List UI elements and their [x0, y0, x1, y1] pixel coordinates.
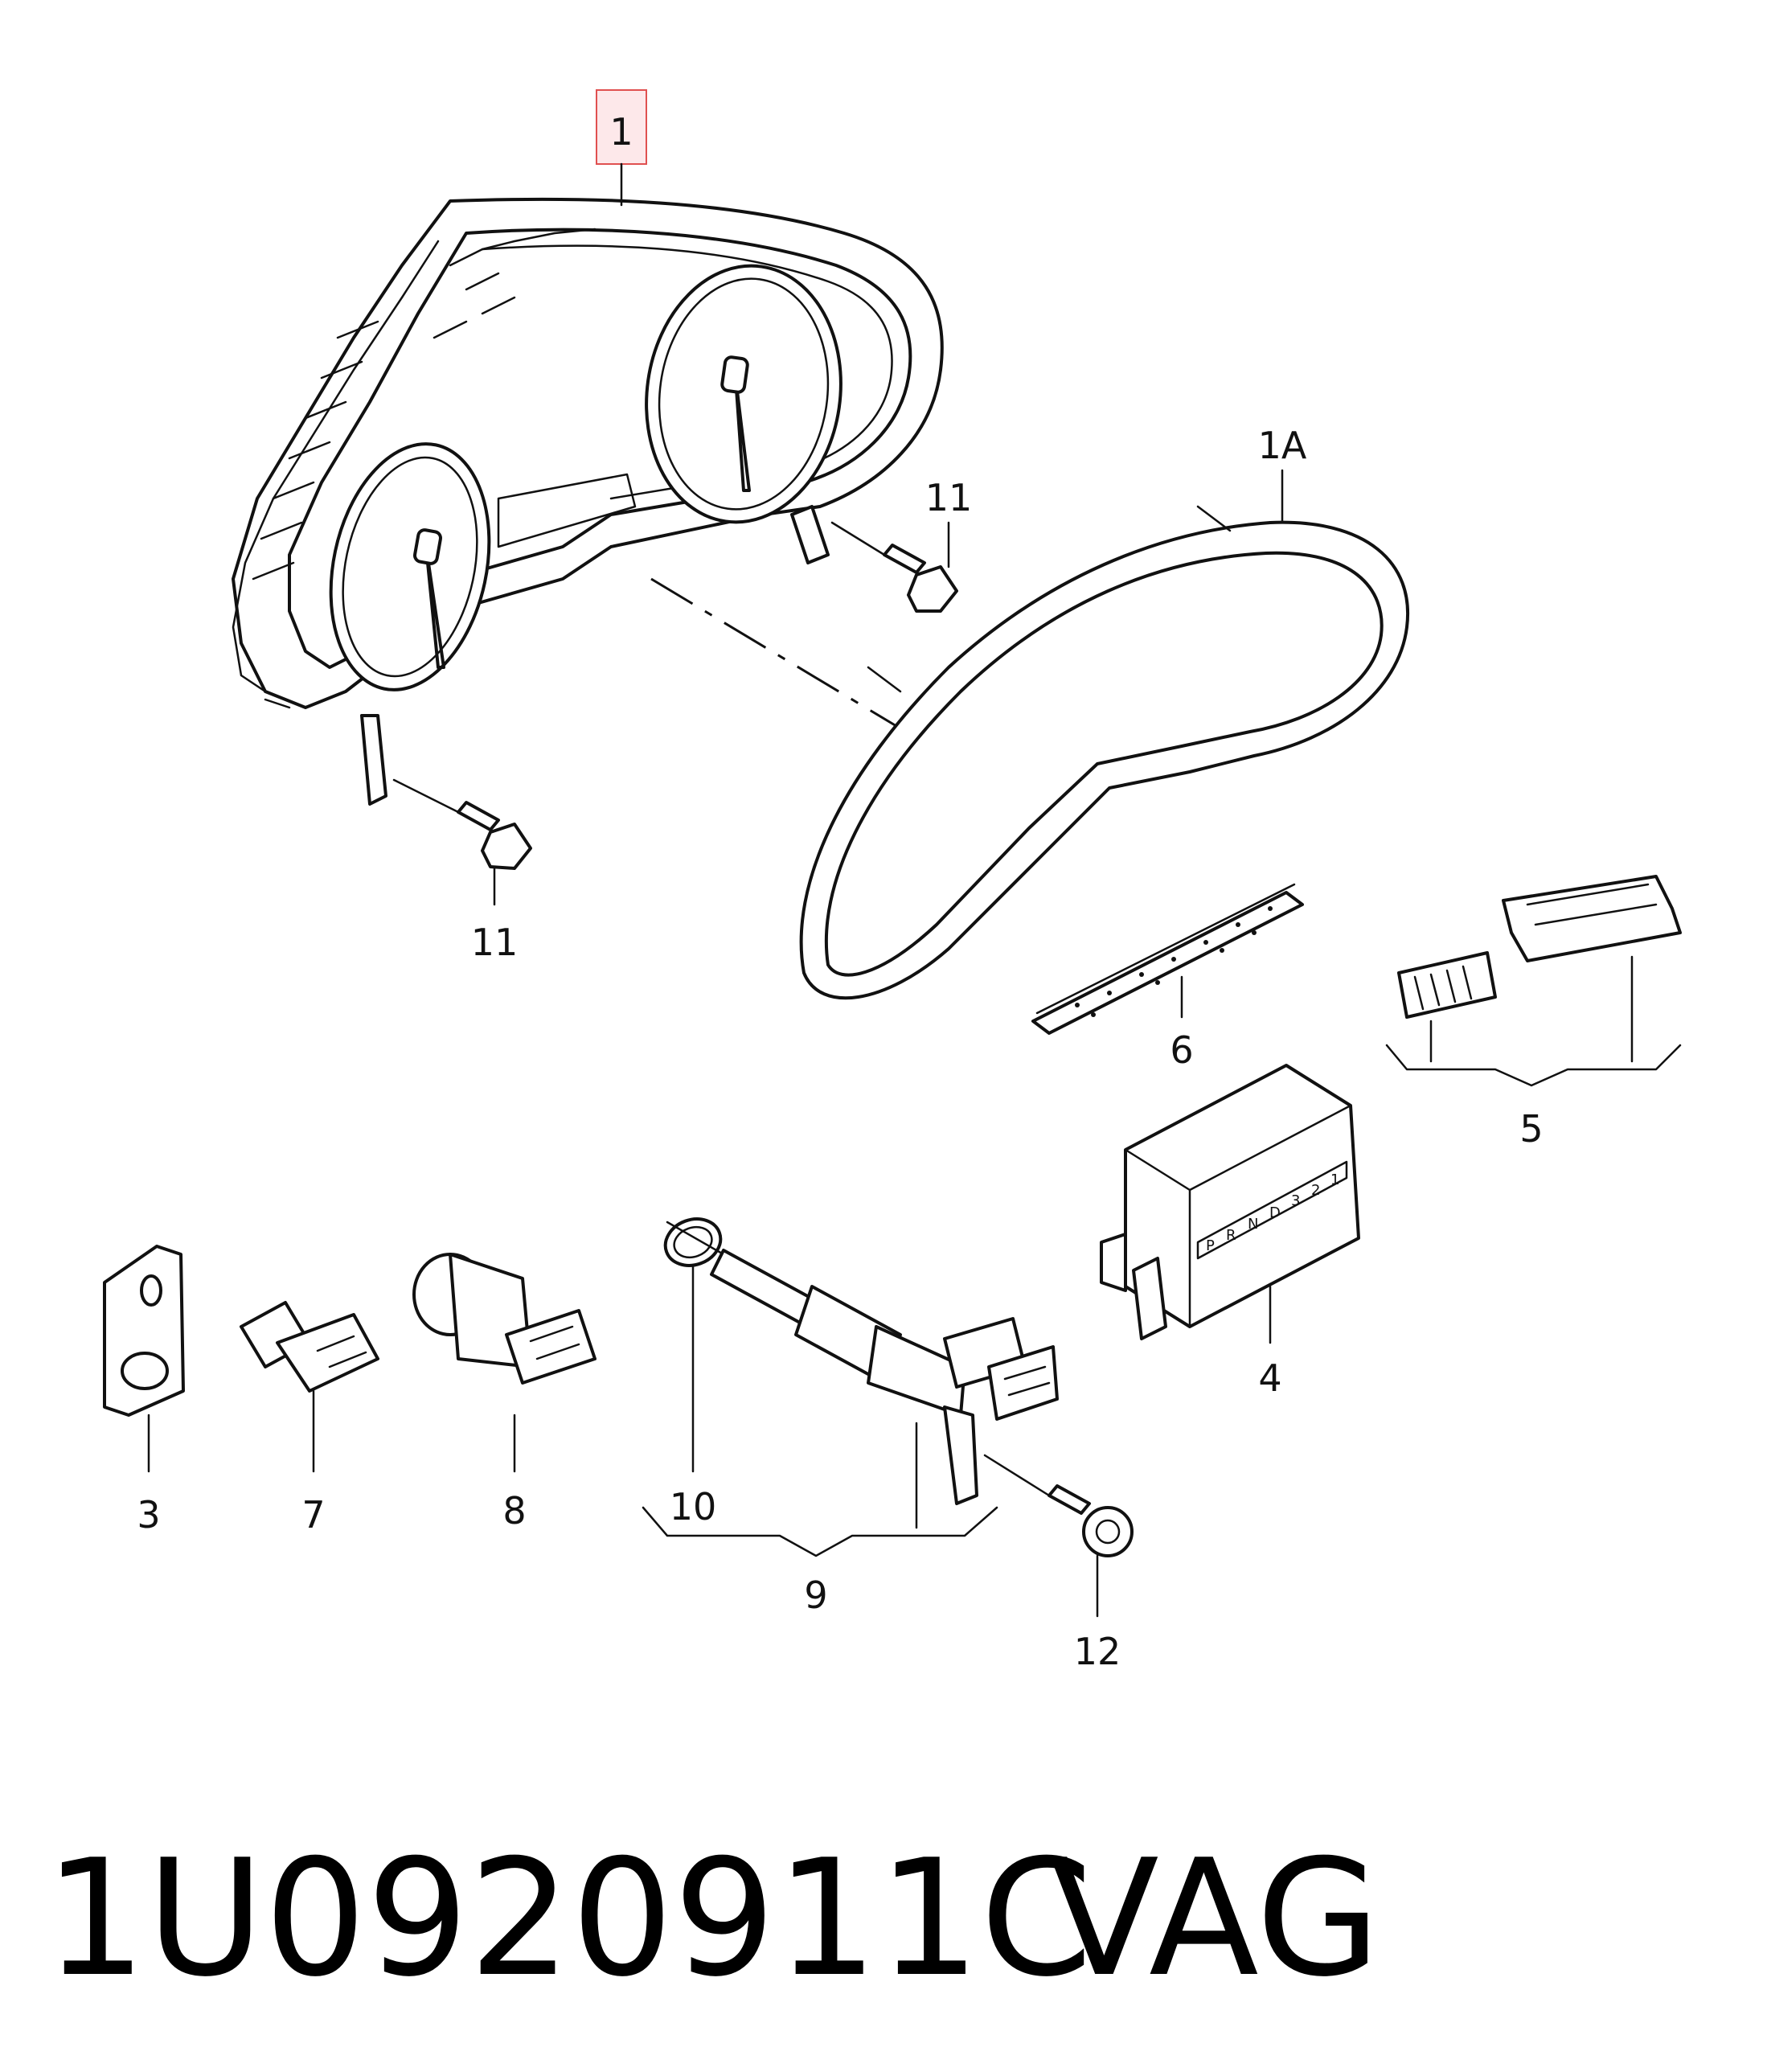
sensor-7[interactable]: [240, 1301, 379, 1393]
svg-text:11: 11: [925, 476, 973, 519]
part-number: 1U0920911C: [44, 1825, 1093, 2013]
brand-label: VAG: [1049, 1825, 1380, 2013]
svg-text:12: 12: [1074, 1630, 1121, 1673]
svg-text:5: 5: [1519, 1107, 1543, 1151]
connector-large[interactable]: [1502, 875, 1682, 962]
foam-strip[interactable]: [1031, 883, 1304, 1035]
gasket-plate[interactable]: [103, 1245, 185, 1417]
callout-8[interactable]: 8: [502, 1413, 527, 1532]
callout-1[interactable]: 1: [596, 89, 647, 207]
callout-11-top[interactable]: 11: [925, 476, 973, 568]
svg-text:1: 1: [609, 110, 633, 154]
svg-text:4: 4: [1258, 1356, 1281, 1400]
gear-letter-3: 3: [1291, 1192, 1300, 1209]
callout-7[interactable]: 7: [301, 1389, 326, 1537]
callout-12[interactable]: 12: [1074, 1554, 1121, 1673]
callout-1A[interactable]: 1A: [1258, 424, 1307, 524]
selector-display-module[interactable]: P R N D 3 2 1: [1100, 1064, 1360, 1340]
assembly-axis-line: [650, 577, 1054, 822]
callout-6[interactable]: 6: [1170, 975, 1194, 1072]
svg-text:7: 7: [301, 1493, 325, 1537]
svg-text:1A: 1A: [1258, 424, 1307, 467]
screw-left[interactable]: [392, 778, 532, 870]
svg-text:10: 10: [670, 1485, 717, 1528]
gear-letter-R: R: [1226, 1227, 1236, 1244]
callout-4[interactable]: 4: [1258, 1285, 1282, 1400]
callout-10[interactable]: 10: [670, 1265, 717, 1528]
speed-sensor[interactable]: [666, 1221, 1059, 1505]
gear-letter-N: N: [1248, 1216, 1258, 1233]
trim-frame[interactable]: [799, 505, 1410, 1000]
svg-text:6: 6: [1170, 1028, 1193, 1072]
screw-top[interactable]: [830, 521, 958, 613]
callout-5[interactable]: 5: [1385, 955, 1682, 1151]
gear-letter-1: 1: [1330, 1171, 1339, 1188]
bolt-12[interactable]: [983, 1454, 1134, 1557]
callout-9[interactable]: 9: [642, 1422, 998, 1617]
gear-letter-D: D: [1269, 1204, 1281, 1221]
connector-small[interactable]: [1397, 951, 1497, 1019]
sensor-8[interactable]: [412, 1253, 597, 1385]
callout-11-left[interactable]: 11: [471, 867, 519, 964]
svg-text:8: 8: [502, 1489, 526, 1532]
svg-text:11: 11: [471, 921, 519, 964]
gear-indicator-strip: P R N D 3 2 1: [1196, 1160, 1348, 1260]
callout-3[interactable]: 3: [137, 1413, 161, 1537]
instrument-cluster[interactable]: [232, 197, 944, 806]
gear-letter-2: 2: [1311, 1182, 1320, 1199]
svg-text:9: 9: [804, 1573, 827, 1617]
gear-letter-P: P: [1206, 1237, 1215, 1254]
svg-text:3: 3: [137, 1493, 160, 1537]
o-ring[interactable]: [659, 1212, 728, 1274]
